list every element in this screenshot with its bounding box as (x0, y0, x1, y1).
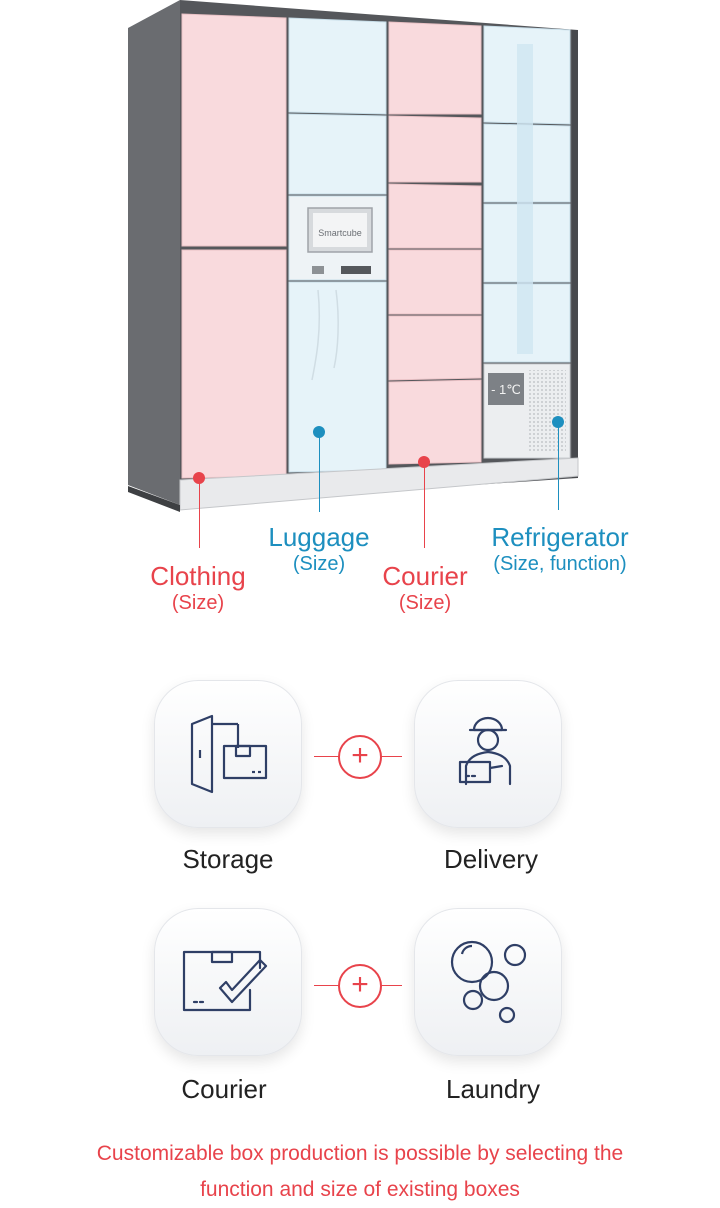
box-check-icon (182, 950, 268, 1012)
plus-connector-2: + (302, 964, 414, 1008)
courier-door-6 (388, 379, 482, 465)
plus-icon: + (338, 964, 382, 1008)
clothing-sub: (Size) (171, 591, 225, 614)
clothing-label: Clothing (Size) (118, 561, 278, 615)
luggage-sub: (Size) (292, 552, 346, 575)
courier-title: Courier (382, 561, 468, 591)
laundry-tile (414, 908, 562, 1056)
refrigerator-label: Refrigerator (Size, function) (460, 522, 660, 576)
courier-label: Courier (Size) (345, 561, 505, 615)
delivery-caption: Delivery (444, 844, 538, 874)
delivery-courier-icon (458, 716, 512, 786)
courier-door-3 (388, 183, 482, 249)
bubbles-icon (450, 940, 527, 1024)
luggage-door-1 (288, 17, 387, 115)
storage-icon (190, 714, 268, 794)
refrigerator-sub: (Size, function) (493, 552, 627, 575)
refrigerator-marker (552, 416, 564, 428)
courier-door-2 (388, 115, 482, 183)
note-line-2: function and size of existing boxes (200, 1178, 520, 1201)
storage-tile (154, 680, 302, 828)
cabinet-side (128, 0, 180, 505)
courier-door-5 (388, 315, 482, 381)
storage-caption: Storage (182, 844, 274, 874)
fridge-vent (528, 370, 566, 452)
clothing-door-top (181, 13, 287, 247)
clothing-marker (193, 472, 205, 484)
laundry-caption: Laundry (446, 1074, 540, 1104)
note-line-1: Customizable box production is possible … (96, 1142, 624, 1165)
plus-connector-1: + (302, 735, 414, 779)
luggage-door-2 (288, 113, 387, 195)
clothing-title: Clothing (150, 561, 246, 591)
luggage-marker (313, 426, 325, 438)
clothing-door-bottom (181, 249, 287, 479)
luggage-title: Luggage (268, 522, 370, 552)
courier-door-1 (388, 21, 482, 115)
customization-note: Customizable box production is possible … (0, 1136, 720, 1208)
courier-tile (154, 908, 302, 1056)
refrigerator-title: Refrigerator (491, 522, 629, 552)
courier-door-4 (388, 249, 482, 315)
terminal-brand: Smartcube (318, 228, 362, 238)
fridge-display (488, 373, 524, 405)
plus-icon: + (338, 735, 382, 779)
cabinet-base (179, 457, 579, 511)
locker-illustration: Smartcube - 1℃ (128, 0, 579, 512)
courier-caption: Courier (181, 1074, 267, 1104)
delivery-tile (414, 680, 562, 828)
luggage-label: Luggage (Size) (239, 522, 399, 576)
courier-sub: (Size) (398, 591, 452, 614)
fridge-temp: - 1℃ (491, 382, 521, 397)
courier-marker (418, 456, 430, 468)
